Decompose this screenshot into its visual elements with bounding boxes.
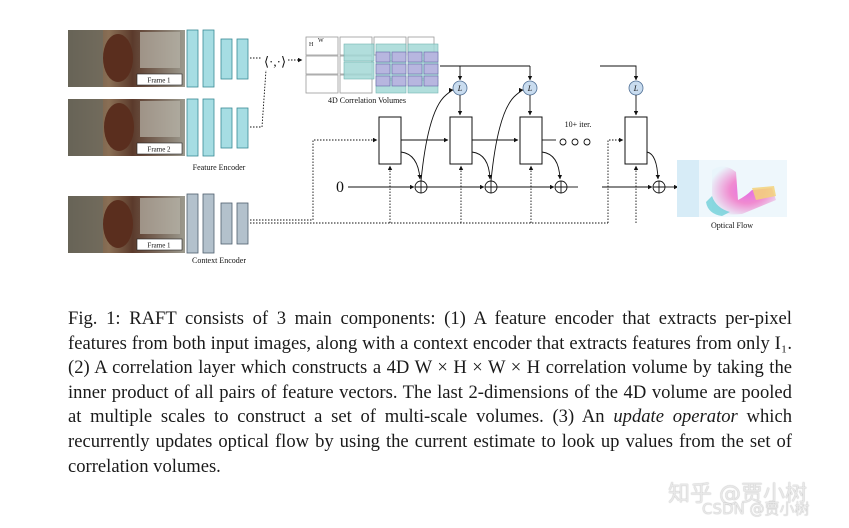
watermark-zhihu: 知乎 @贾小树 xyxy=(668,482,807,507)
optical-flow-label: Optical Flow xyxy=(711,221,753,230)
lookup-symbol: L xyxy=(633,84,639,93)
inner-product-connectors xyxy=(250,57,267,128)
volume-label-h: H xyxy=(309,42,314,48)
frame1-image: Frame 1 xyxy=(68,30,185,87)
frame1-context-label: Frame 1 xyxy=(147,242,171,250)
caption-line-4: W × H × W × H correlation volume by taki… xyxy=(68,357,792,403)
iteration-dots xyxy=(559,138,591,146)
figure-caption: Fig. 1: RAFT consists of 3 main componen… xyxy=(68,307,792,479)
lookup-node-1: L xyxy=(452,80,468,96)
caption-line-7: recurrently updates optical flow by usin… xyxy=(68,430,673,452)
caption-line-8: from the set of correlation volumes. xyxy=(68,430,792,477)
frame2-image: Frame 2 xyxy=(68,99,185,156)
delta-curves xyxy=(400,151,661,180)
watermark-csdn: CSDN @贾小树 xyxy=(702,500,810,518)
volume-label-w: W xyxy=(318,38,324,44)
sum-node-crosses xyxy=(415,181,665,193)
lookup-symbol: L xyxy=(527,84,533,93)
correlation-volume-stack: H W xyxy=(305,36,439,94)
caption-line-3: extracts features from only I₁. (2) A co… xyxy=(68,332,792,379)
feature-encoder-bottom xyxy=(186,98,249,157)
feature-encoder-top xyxy=(186,29,249,88)
context-encoder xyxy=(186,193,249,254)
corr-arrow-lookup3 xyxy=(600,65,639,81)
optical-flow-image xyxy=(677,160,787,217)
correlation-volumes-label: 4D Correlation Volumes xyxy=(328,96,406,105)
context-dotted-paths xyxy=(250,137,639,224)
initial-flow-value: 0 xyxy=(336,179,344,196)
caption-line-5: feature vectors. The last 2-dimensions o… xyxy=(68,381,792,428)
frame1-context-image: Frame 1 xyxy=(68,196,185,253)
caption-line-2: per-pixel features from both input image… xyxy=(68,308,792,354)
lookup-node-2: L xyxy=(522,80,538,96)
caption-line-1: RAFT consists of 3 main components: (1) … xyxy=(129,308,717,329)
feedback-curves xyxy=(420,87,524,182)
caption-line-6: scales to construct a set of multi-scale… xyxy=(160,406,605,428)
lookup-node-3: L xyxy=(628,80,644,96)
frame1-label: Frame 1 xyxy=(147,77,171,85)
fig-label: Fig. 1: xyxy=(68,308,121,329)
context-encoder-label: Context Encoder xyxy=(192,256,246,265)
caption-line-6b: which xyxy=(746,406,792,428)
update-blocks xyxy=(378,116,648,165)
inner-product-symbol: ⟨·,·⟩ xyxy=(264,54,286,69)
lookup-to-block-arrows xyxy=(457,95,639,116)
feature-encoder-label: Feature Encoder xyxy=(193,163,246,172)
frame2-label: Frame 2 xyxy=(147,146,171,154)
iterations-label: 10+ iter. xyxy=(565,120,592,129)
caption-update-operator: update operator xyxy=(613,406,738,428)
lookup-symbol: L xyxy=(457,84,463,93)
raft-architecture-figure: Frame 1 Frame 2 Frame 1 Feature Encoder xyxy=(68,29,787,265)
